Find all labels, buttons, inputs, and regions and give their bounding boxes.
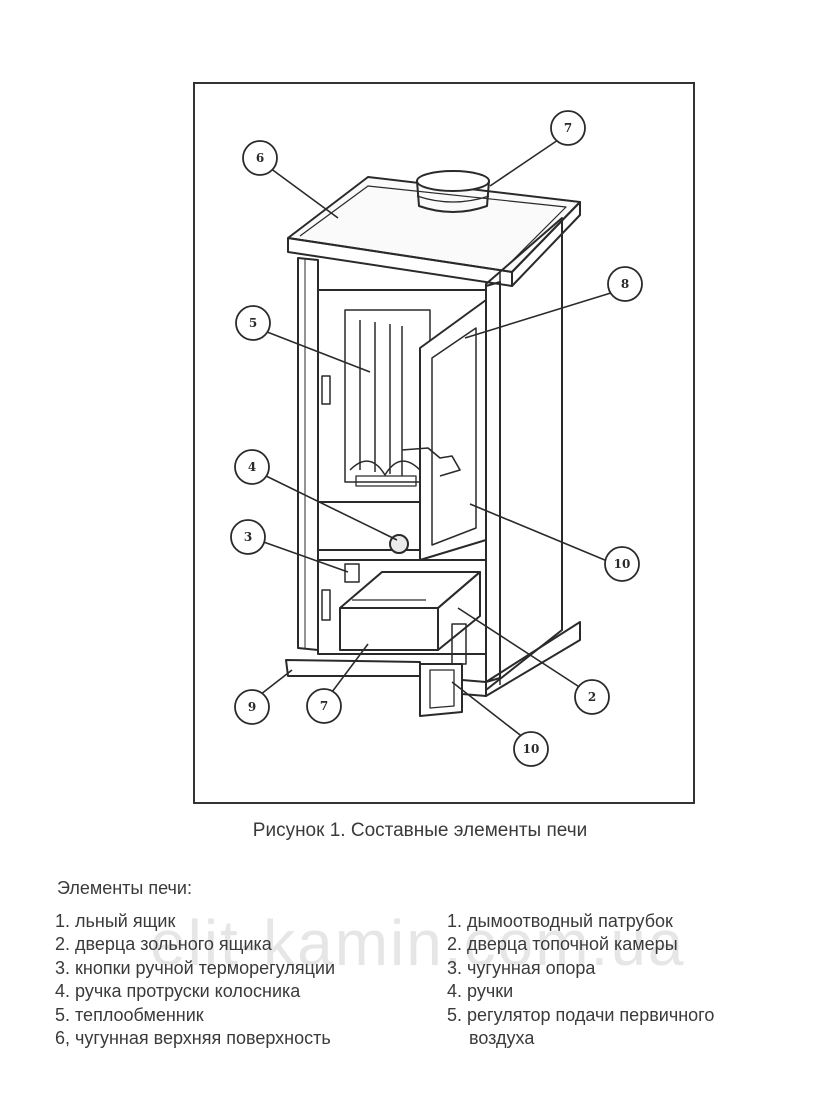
callout-label: 9	[248, 700, 256, 714]
stove-drawing: 7 6 8 5 4 10 3 2 9 7 10	[230, 110, 643, 767]
ash-door	[419, 663, 463, 717]
list-item-continuation: воздуха	[447, 1027, 817, 1050]
list-item-continuation-text: воздуха	[469, 1028, 535, 1049]
parts-list-left: 1. льный ящик 2. дверца зольного ящика 3…	[55, 910, 435, 1050]
heat-exchanger	[359, 320, 403, 476]
callout-label: 3	[244, 530, 252, 544]
top-plate-side	[511, 201, 581, 287]
list-item: 1. льный ящик	[55, 911, 176, 931]
callout-label: 2	[588, 690, 596, 704]
parts-list-right: 1. дымоотводный патрубок 2. дверца топоч…	[447, 910, 817, 1050]
figure-caption: Рисунок 1. Составные элементы печи	[252, 820, 588, 841]
list-item: 4. ручка протруски колосника	[55, 981, 301, 1002]
callout-label: 7	[564, 121, 572, 135]
callout-label: 6	[256, 151, 264, 165]
callout-label: 8	[621, 277, 629, 291]
callout-label: 5	[249, 316, 257, 330]
list-item: 1. дымоотводный патрубок	[447, 911, 673, 931]
list-item: 3. кнопки ручной терморегуляции	[55, 957, 336, 978]
callout-label: 10	[523, 742, 540, 756]
list-item: 2. дверца топочной камеры	[447, 934, 678, 955]
base	[285, 659, 421, 677]
list-item: 6, чугунная верхняя поверхность	[55, 1028, 331, 1049]
list-item: 5. регулятор подачи первичного	[447, 1004, 715, 1025]
list-item: 4. ручки	[447, 981, 514, 1002]
list-item: 2. дверца зольного ящика	[55, 934, 272, 955]
callout-label: 4	[248, 460, 256, 474]
list-title: Элементы печи:	[57, 878, 192, 898]
callout-label: 7	[320, 699, 328, 713]
flue-collar	[416, 170, 490, 192]
firebox-door	[419, 299, 487, 561]
list-item: 5. теплообменник	[55, 1004, 204, 1025]
body-side	[485, 217, 563, 691]
callout-label: 10	[614, 557, 631, 571]
list-item: 3. чугунная опора	[447, 957, 596, 978]
